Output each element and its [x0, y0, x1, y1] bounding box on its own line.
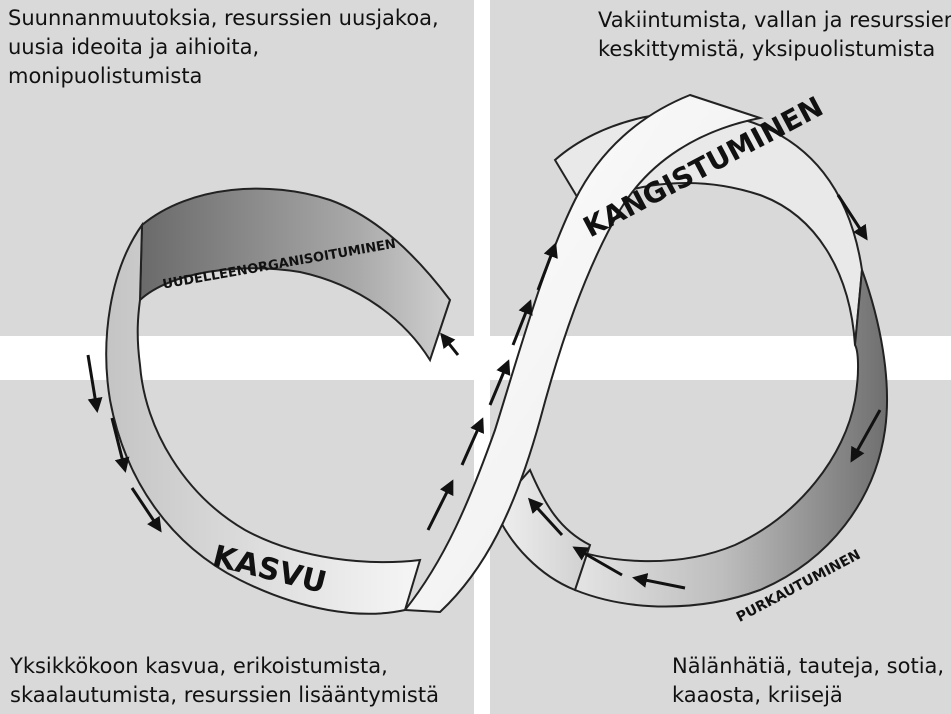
arrow-icon: [460, 417, 484, 466]
arrow-icon: [426, 479, 454, 531]
arrow-icon: [572, 546, 623, 577]
arrow-icon: [536, 242, 558, 291]
band-left-outer: [105, 221, 422, 615]
text-line: Nälänhätiä, tauteja, sotia,: [672, 654, 945, 678]
arrow-icon: [130, 487, 162, 533]
text-line: Vakiintumista, vallan ja resurssien: [598, 8, 951, 32]
band-left-back: [138, 187, 452, 363]
text-line: skaalautumista, resurssien lisääntymistä: [10, 683, 439, 707]
quadrant-text-bottom-left: Yksikkökoon kasvua, erikoistumista, skaa…: [10, 652, 439, 710]
text-line: keskittymistä, yksipuolistumista: [598, 37, 936, 61]
arrow-icon: [527, 497, 564, 537]
text-line: uusia ideoita ja aihioita,: [8, 35, 260, 59]
text-line: Yksikkökoon kasvua, erikoistumista,: [10, 654, 388, 678]
text-line: Suunnanmuutoksia, resurssien uusjakoa,: [8, 6, 439, 30]
text-line: kaaosta, kriisejä: [672, 683, 843, 707]
quadrant-text-top-left: Suunnanmuutoksia, resurssien uusjakoa, u…: [8, 4, 439, 91]
arrow-icon: [511, 299, 533, 346]
arrow-icon: [632, 572, 686, 590]
text-line: monipuolistumista: [8, 64, 203, 88]
arrow-icon: [110, 417, 130, 473]
band-center-diagonal: [403, 93, 764, 614]
quadrant-text-bottom-right: Nälänhätiä, tauteja, sotia, kaaosta, kri…: [672, 652, 944, 710]
arrow-icon: [836, 194, 868, 241]
arrow-icon: [440, 332, 460, 356]
arrow-icon: [86, 354, 103, 413]
arrow-icon: [850, 409, 882, 463]
band-right-bottom: [493, 468, 592, 592]
band-right-back: [558, 269, 888, 608]
quadrant-text-top-right: Vakiintumista, vallan ja resurssien kesk…: [598, 6, 951, 64]
arrow-icon: [488, 359, 511, 406]
